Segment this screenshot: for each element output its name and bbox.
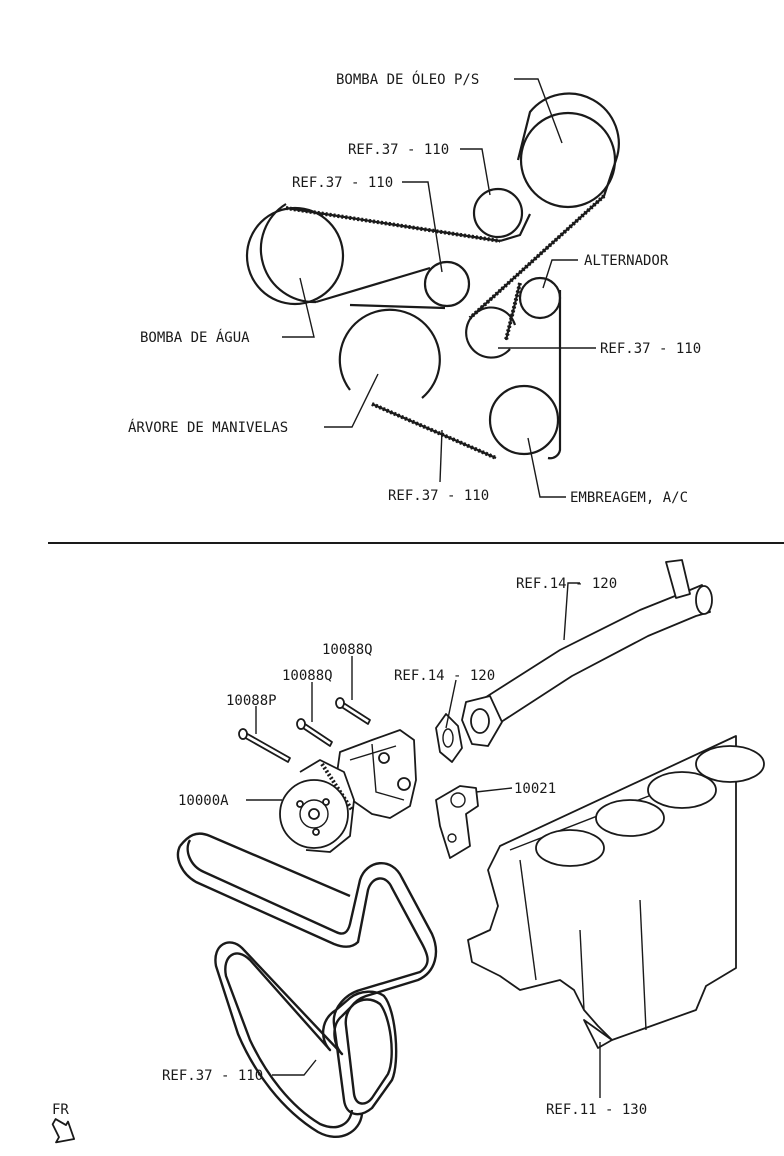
label-bolt-10088q-top: 10088Q [322, 642, 373, 658]
label-ref-tensioner: REF.37 - 110 [600, 341, 701, 357]
label-ref-gasket: REF.14 - 120 [394, 668, 495, 684]
tensioner-pulley [465, 306, 517, 359]
label-front: FR [52, 1102, 69, 1118]
bolt-10088q [296, 718, 333, 747]
water-pump-assembly [279, 729, 417, 853]
label-ref-belt-top: REF.37 - 110 [388, 488, 489, 504]
crankshaft-pulley [338, 308, 441, 399]
water-pipe [461, 559, 713, 747]
pipe-gasket [435, 713, 463, 763]
engine-block [467, 735, 765, 1049]
label-ref-idler-left: REF.37 - 110 [292, 175, 393, 191]
label-ac-clutch: EMBREAGEM, A/C [570, 490, 688, 506]
label-ref-idler-top: REF.37 - 110 [348, 142, 449, 158]
ac-clutch-pulley [488, 384, 560, 456]
alternator-pulley [518, 276, 562, 320]
label-bolt-10088p: 10088P [226, 693, 277, 709]
exploded-view-diagram: REF.14 - 120 REF.14 - 120 10088Q 10088Q … [51, 559, 765, 1144]
front-arrow-icon [51, 1118, 76, 1144]
label-bolt-10088q: 10088Q [282, 668, 333, 684]
belt-routing-diagram: BOMBA DE ÓLEO P/S REF.37 - 110 REF.37 - … [128, 70, 701, 506]
label-ref-belt-bottom: REF.37 - 110 [162, 1068, 263, 1084]
pump-gasket [435, 785, 479, 859]
serpentine-belt [176, 832, 438, 1138]
label-ref-block: REF.11 - 130 [546, 1102, 647, 1118]
label-water-pump-asm: 10000A [178, 793, 229, 809]
upper-idler-pulley [472, 187, 524, 239]
label-alternator: ALTERNADOR [584, 253, 669, 269]
left-idler-pulley [423, 260, 471, 308]
label-ref-pipe: REF.14 - 120 [516, 576, 617, 592]
bolt-10088q-top [335, 697, 371, 725]
label-water-pump: BOMBA DE ÁGUA [140, 329, 250, 346]
bolt-10088p [238, 728, 291, 763]
label-crankshaft: ÁRVORE DE MANIVELAS [128, 419, 288, 436]
oil-pump-pulley [519, 111, 617, 209]
label-oil-pump: BOMBA DE ÓLEO P/S [336, 70, 479, 88]
label-gasket: 10021 [514, 781, 556, 797]
